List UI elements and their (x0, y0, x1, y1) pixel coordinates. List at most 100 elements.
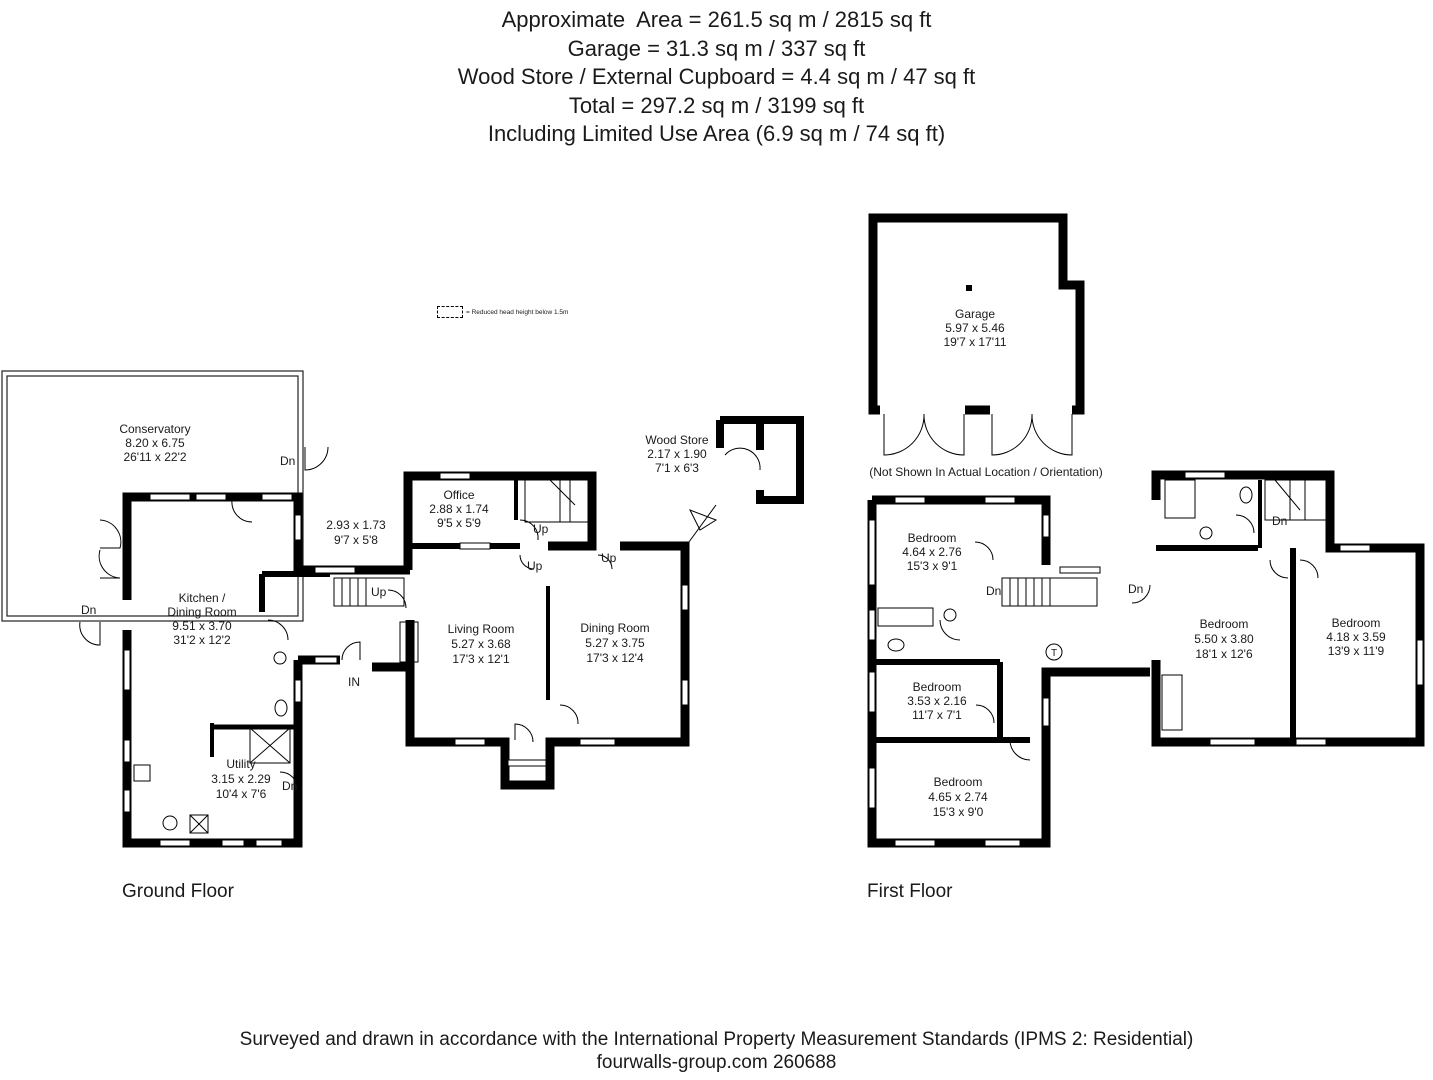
svg-text:19'7 x 17'11: 19'7 x 17'11 (943, 335, 1006, 349)
bedroom-3-label: Bedroom 4.65 x 2.74 15'3 x 9'0 (928, 775, 988, 819)
area-summary: Approximate Area = 261.5 sq m / 2815 sq … (0, 6, 1433, 149)
bedroom-1-label: Bedroom 4.64 x 2.76 15'3 x 9'1 (902, 531, 962, 573)
svg-text:31'2 x 12'2: 31'2 x 12'2 (173, 633, 231, 647)
svg-text:10'4 x 7'6: 10'4 x 7'6 (216, 787, 267, 801)
svg-text:Bedroom: Bedroom (908, 531, 957, 545)
water-tank-symbol: T (1045, 643, 1063, 661)
ground-floor-plan: Conservatory 8.20 x 6.75 26'11 x 22'2 Ki… (1, 370, 804, 848)
ground-floor-markers: Dn Dn Dn Up Up Up Up IN (81, 454, 617, 793)
survey-reference-text: fourwalls-group.com 260688 (596, 1052, 837, 1073)
first-floor-doors (939, 514, 1319, 761)
reduced-head-height-swatch (437, 306, 463, 318)
svg-text:17'3 x 12'4: 17'3 x 12'4 (586, 651, 644, 665)
svg-text:2.88 x 1.74: 2.88 x 1.74 (429, 502, 489, 516)
first-floor-stairs (1001, 479, 1328, 607)
dining-room-label: Dining Room 5.27 x 3.75 17'3 x 12'4 (580, 621, 649, 665)
svg-text:9'5 x 5'9: 9'5 x 5'9 (437, 516, 481, 530)
footer: Surveyed and drawn in accordance with th… (0, 1028, 1433, 1074)
garage-label: Garage 5.97 x 5.46 19'7 x 17'11 (943, 307, 1006, 349)
utility-label: Utility 3.15 x 2.29 10'4 x 7'6 (211, 757, 271, 801)
svg-text:11'7 x 7'1: 11'7 x 7'1 (912, 708, 962, 722)
svg-text:T: T (1051, 648, 1057, 659)
svg-text:Office: Office (443, 488, 474, 502)
svg-text:26'11 x 22'2: 26'11 x 22'2 (123, 450, 186, 464)
bedroom-4-label: Bedroom 5.50 x 3.80 18'1 x 12'6 (1194, 617, 1254, 661)
svg-text:Dn: Dn (280, 454, 295, 468)
legend: = Reduced head height below 1.5m (437, 306, 568, 318)
living-room-label: Living Room 5.27 x 3.68 17'3 x 12'1 (448, 622, 515, 666)
svg-text:2.93 x 1.73: 2.93 x 1.73 (326, 518, 386, 532)
ground-floor-fixtures (133, 621, 419, 834)
wood-store-label: Wood Store 2.17 x 1.90 7'1 x 6'3 (645, 433, 708, 475)
svg-text:2.17 x 1.90: 2.17 x 1.90 (647, 447, 707, 461)
svg-text:Dining Room: Dining Room (167, 605, 236, 619)
svg-text:4.65 x 2.74: 4.65 x 2.74 (928, 790, 988, 804)
svg-text:15'3 x 9'0: 15'3 x 9'0 (933, 805, 984, 819)
svg-text:15'3 x 9'1: 15'3 x 9'1 (907, 559, 958, 573)
woodstore-area-text: Wood Store / External Cupboard = 4.4 sq … (457, 64, 976, 89)
ground-floor-label: Ground Floor (122, 881, 234, 902)
hall-label: 2.93 x 1.73 9'7 x 5'8 (326, 518, 386, 547)
svg-text:Dn: Dn (81, 603, 96, 617)
approx-area-text: Approximate Area = 261.5 sq m / 2815 sq … (501, 7, 932, 32)
orientation-note: (Not Shown In Actual Location / Orientat… (869, 465, 1102, 479)
ground-floor-windows (123, 472, 689, 847)
svg-text:4.18 x 3.59: 4.18 x 3.59 (1326, 630, 1386, 644)
svg-text:Up: Up (527, 559, 543, 573)
svg-text:7'1 x 6'3: 7'1 x 6'3 (655, 461, 699, 475)
svg-text:Conservatory: Conservatory (119, 422, 190, 436)
svg-text:Dining Room: Dining Room (580, 621, 649, 635)
svg-text:Bedroom: Bedroom (1332, 616, 1381, 630)
svg-text:Dn: Dn (282, 779, 297, 793)
first-floor-plan: Garage 5.97 x 5.46 19'7 x 17'11 (Not Sho… (867, 213, 1425, 848)
kitchen-label: Kitchen / Dining Room 9.51 x 3.70 31'2 x… (167, 591, 236, 647)
limited-use-area-text: Including Limited Use Area (6.9 sq m / 7… (487, 121, 946, 146)
total-area-text: Total = 297.2 sq m / 3199 sq ft (568, 92, 865, 118)
svg-text:Utility: Utility (226, 757, 255, 771)
garage-area-text: Garage = 31.3 sq m / 337 sq ft (567, 35, 866, 61)
svg-text:IN: IN (348, 675, 360, 689)
svg-text:5.50 x 3.80: 5.50 x 3.80 (1194, 632, 1254, 646)
svg-text:5.27 x 3.75: 5.27 x 3.75 (585, 636, 645, 650)
survey-standard-text: Surveyed and drawn in accordance with th… (239, 1029, 1194, 1050)
svg-text:18'1 x 12'6: 18'1 x 12'6 (1195, 647, 1253, 661)
svg-text:8.20 x 6.75: 8.20 x 6.75 (125, 436, 185, 450)
office-label: Office 2.88 x 1.74 9'5 x 5'9 (429, 488, 489, 530)
legend-text: = Reduced head height below 1.5m (466, 308, 569, 316)
garage-post (966, 285, 972, 291)
svg-text:3.15 x 2.29: 3.15 x 2.29 (211, 772, 271, 786)
first-floor-windows (868, 471, 1424, 847)
svg-text:Dn: Dn (986, 584, 1001, 598)
svg-text:Garage: Garage (955, 307, 995, 321)
svg-text:Dn: Dn (1272, 514, 1287, 528)
wood-store-walls (716, 416, 804, 504)
svg-text:5.27 x 3.68: 5.27 x 3.68 (451, 637, 511, 651)
bedroom-2-label: Bedroom 3.53 x 2.16 11'7 x 7'1 (907, 680, 967, 722)
svg-text:9.51 x 3.70: 9.51 x 3.70 (172, 619, 232, 633)
ground-floor-doors (79, 446, 613, 791)
svg-text:Up: Up (601, 551, 617, 565)
svg-text:Bedroom: Bedroom (1200, 617, 1249, 631)
first-floor-fixtures (877, 479, 1253, 731)
svg-text:9'7 x 5'8: 9'7 x 5'8 (334, 533, 378, 547)
svg-text:4.64 x 2.76: 4.64 x 2.76 (902, 545, 962, 559)
svg-text:Up: Up (371, 585, 387, 599)
garage-walls (868, 213, 1085, 415)
svg-text:Wood Store: Wood Store (645, 433, 708, 447)
first-floor-markers: Dn Dn Dn (986, 514, 1287, 598)
svg-text:Bedroom: Bedroom (913, 680, 962, 694)
first-floor-label: First Floor (867, 881, 953, 902)
svg-text:Bedroom: Bedroom (934, 775, 983, 789)
svg-text:5.97 x 5.46: 5.97 x 5.46 (945, 321, 1005, 335)
garage-doors (883, 413, 1073, 456)
svg-text:Living Room: Living Room (448, 622, 515, 636)
external-cupboard-wall (685, 504, 717, 547)
svg-text:Up: Up (533, 522, 549, 536)
wood-store-door (724, 447, 761, 471)
svg-text:Dn: Dn (1128, 582, 1143, 596)
svg-text:Kitchen /: Kitchen / (179, 591, 226, 605)
ground-floor-stairs (333, 479, 590, 607)
svg-text:17'3 x 12'1: 17'3 x 12'1 (452, 652, 510, 666)
svg-text:3.53 x 2.16: 3.53 x 2.16 (907, 694, 967, 708)
